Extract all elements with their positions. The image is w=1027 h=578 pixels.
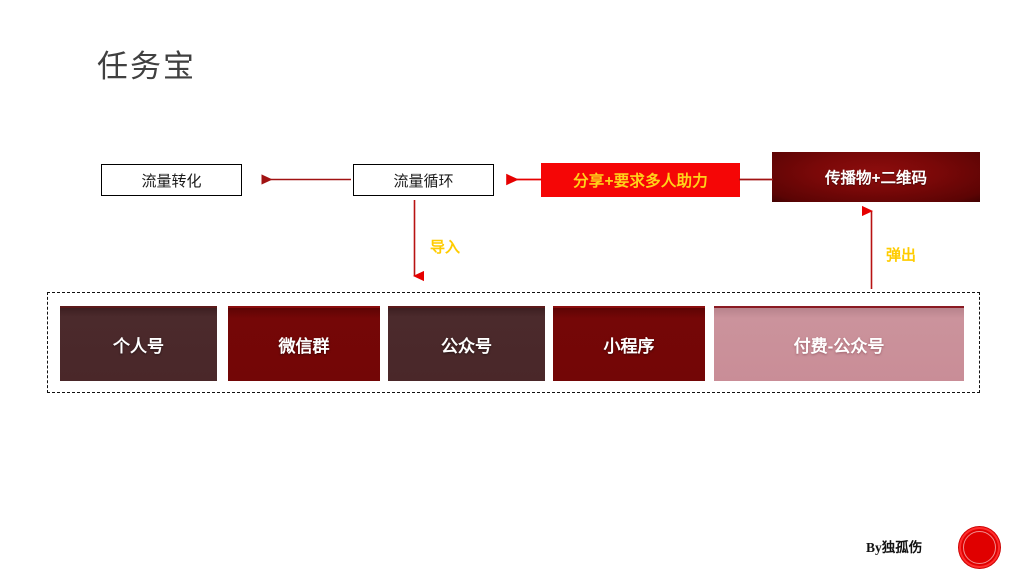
arrow-import-down <box>412 200 425 282</box>
channel-box-paid-official-account[interactable]: 付费-公众号 <box>714 306 964 381</box>
flow-box-traffic-cycle[interactable]: 流量循环 <box>353 164 494 196</box>
channel-group-container <box>47 292 980 393</box>
flow-box-promo-material-qrcode-label: 传播物+二维码 <box>824 170 928 187</box>
flow-box-promo-material-qrcode[interactable]: 传播物+二维码 <box>772 152 980 202</box>
arrow-label-import: 导入 <box>430 239 461 256</box>
channel-box-mini-program[interactable]: 小程序 <box>553 306 705 381</box>
arrow-popup-up <box>861 205 874 289</box>
channel-box-wechat-group[interactable]: 微信群 <box>228 306 380 381</box>
flow-box-share-assist-label: 分享+要求多人助力 <box>573 173 708 190</box>
channel-box-personal-account-label: 个人号 <box>113 337 164 356</box>
flow-box-share-assist[interactable]: 分享+要求多人助力 <box>541 163 740 197</box>
channel-box-official-account[interactable]: 公众号 <box>388 306 545 381</box>
channel-box-mini-program-label: 小程序 <box>603 337 655 356</box>
footer-credit: By独孤伤 <box>866 540 923 555</box>
connector-material-to-share <box>739 178 773 181</box>
channel-box-official-account-label: 公众号 <box>441 337 492 356</box>
brand-circle-logo-icon <box>959 527 1000 568</box>
flow-box-traffic-conversion[interactable]: 流量转化 <box>101 164 242 196</box>
channel-box-wechat-group-label: 微信群 <box>278 337 330 356</box>
channel-box-personal-account[interactable]: 个人号 <box>60 306 217 381</box>
page-title: 任务宝 <box>97 49 196 84</box>
flow-box-traffic-cycle-label: 流量循环 <box>393 173 454 190</box>
channel-box-paid-official-account-label: 付费-公众号 <box>793 337 885 356</box>
flow-box-traffic-conversion-label: 流量转化 <box>141 173 202 190</box>
arrow-share-to-cycle <box>506 173 542 186</box>
arrow-cycle-to-conversion <box>261 174 351 185</box>
arrow-label-popup: 弹出 <box>886 247 917 264</box>
